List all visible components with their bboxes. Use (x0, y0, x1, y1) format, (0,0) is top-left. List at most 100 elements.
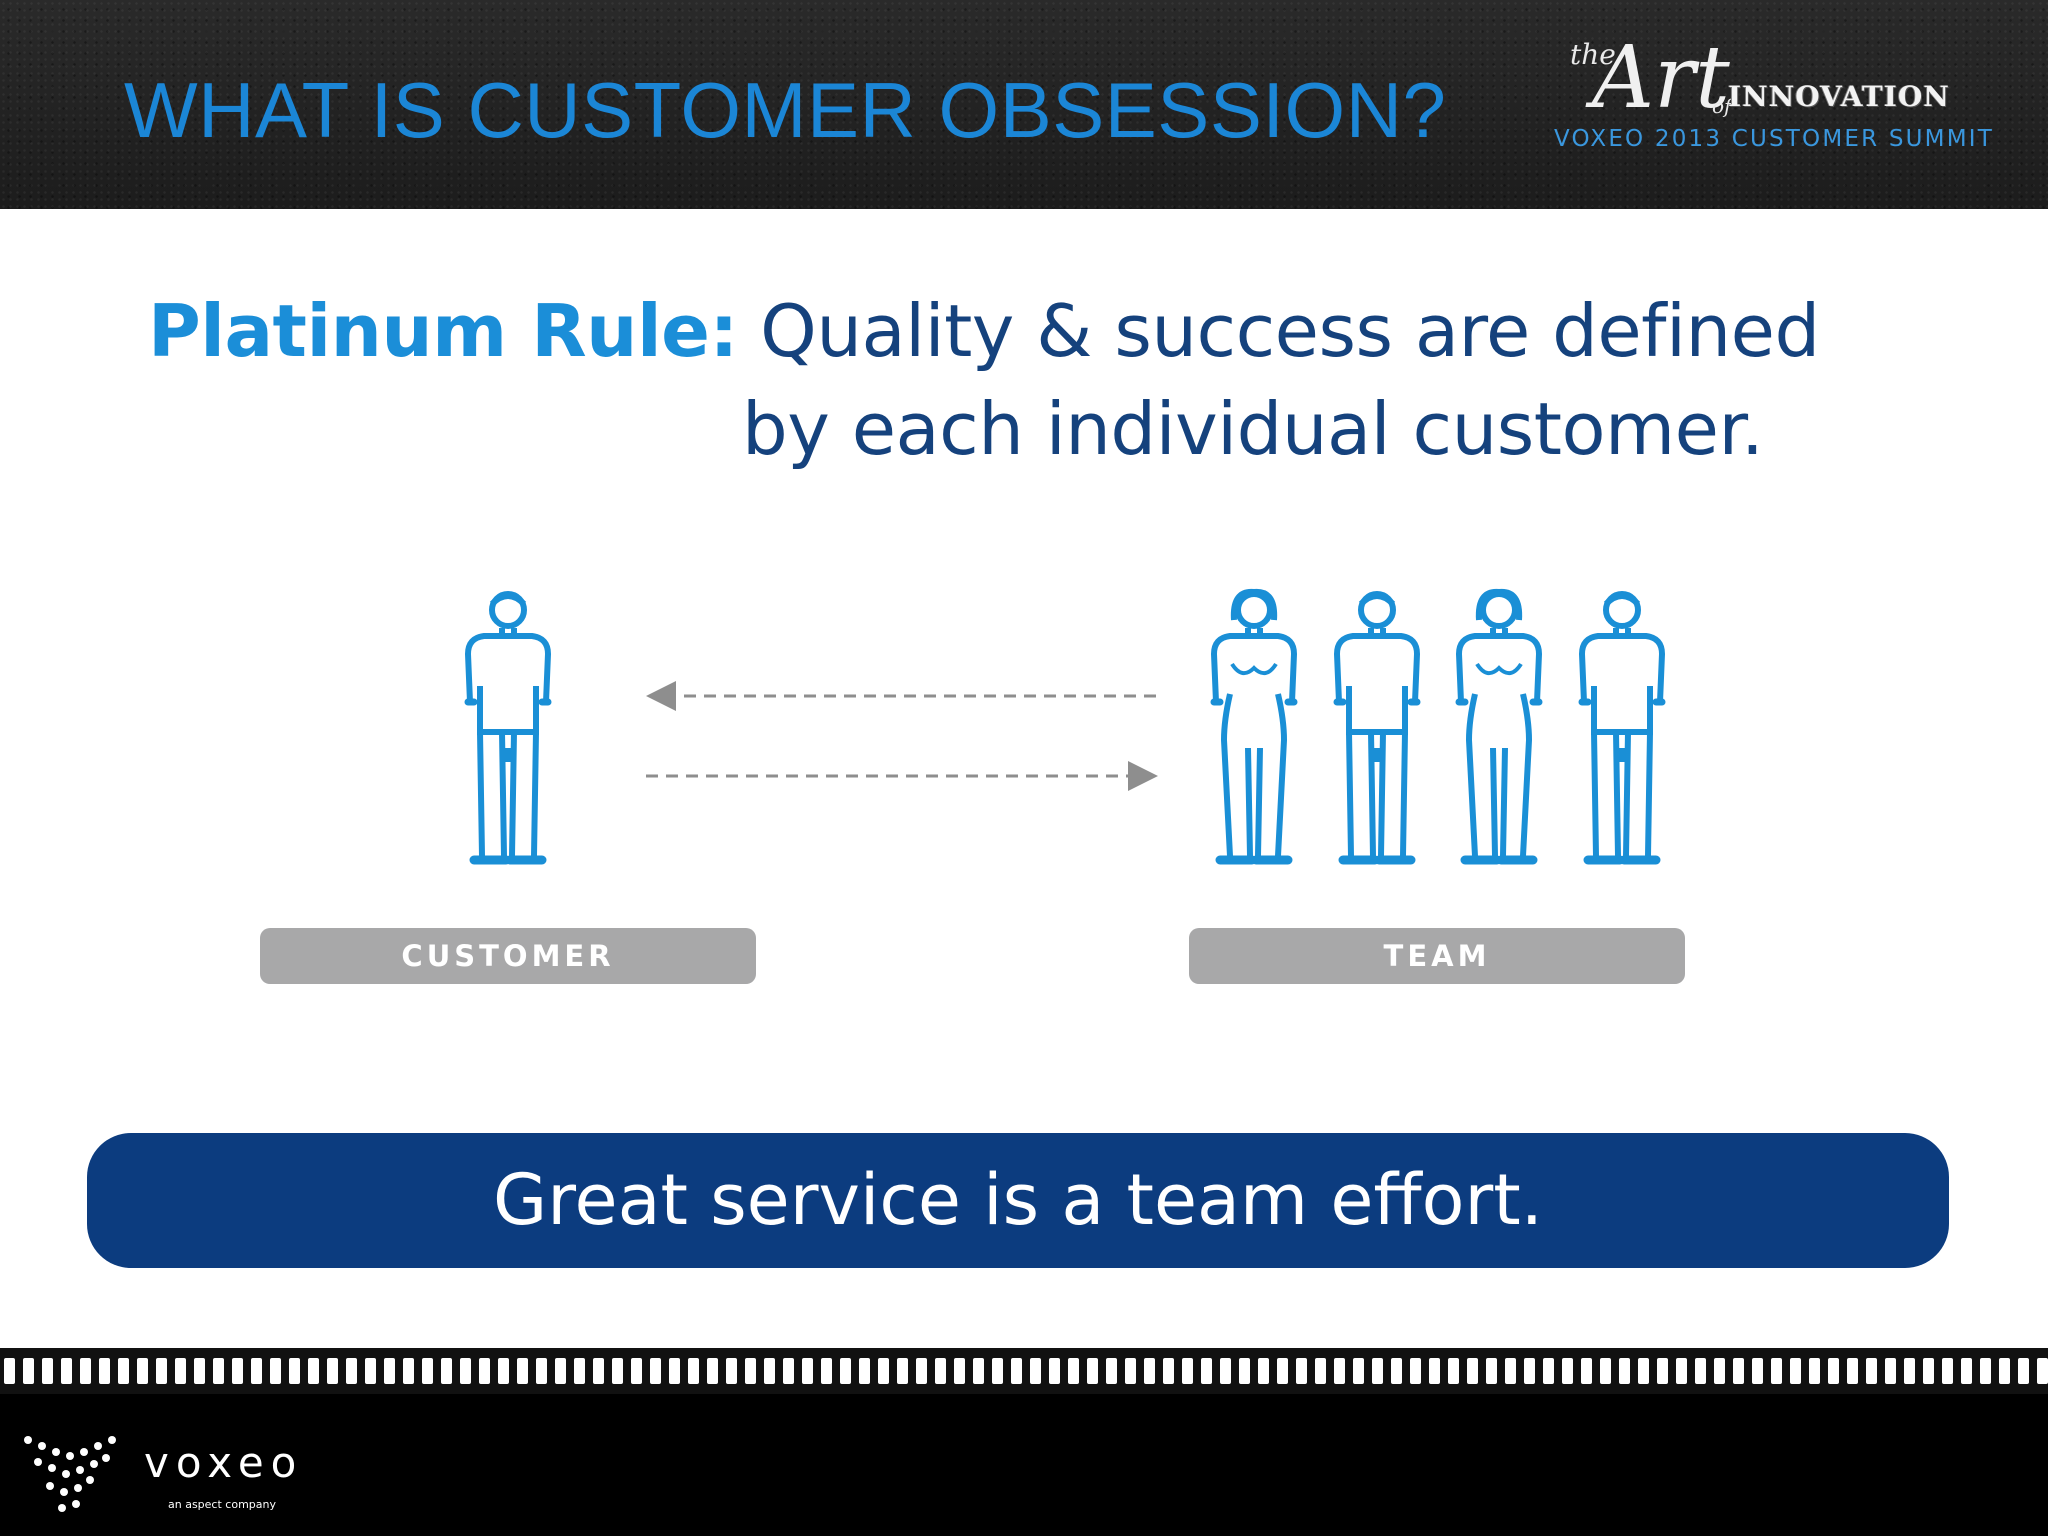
filmstrip-hole (23, 1358, 34, 1384)
filmstrip-hole (384, 1358, 395, 1384)
filmstrip-hole (175, 1358, 186, 1384)
filmstrip-hole (1030, 1358, 1041, 1384)
filmstrip-hole (878, 1358, 889, 1384)
filmstrip-hole (897, 1358, 908, 1384)
team-member-figure (1582, 594, 1662, 860)
footer-bar: voxeo an aspect company (0, 1348, 2048, 1536)
filmstrip-hole (1942, 1358, 1953, 1384)
filmstrip-hole (1828, 1358, 1839, 1384)
filmstrip-hole (251, 1358, 262, 1384)
filmstrip-hole (1334, 1358, 1345, 1384)
event-logo-innovation: INNOVATION (1728, 80, 1950, 113)
filmstrip-hole (1049, 1358, 1060, 1384)
filmstrip-hole (1486, 1358, 1497, 1384)
filmstrip-hole (1524, 1358, 1535, 1384)
filmstrip-hole (80, 1358, 91, 1384)
team-member-figure (1214, 592, 1294, 860)
voxeo-logo: voxeo an aspect company (22, 1432, 322, 1522)
filmstrip-hole (232, 1358, 243, 1384)
filmstrip-hole (707, 1358, 718, 1384)
filmstrip-hole (1790, 1358, 1801, 1384)
filmstrip-hole (327, 1358, 338, 1384)
platinum-rule-line-1: Platinum Rule: Quality & success are def… (148, 286, 1820, 376)
customer-team-diagram: CUSTOMER TEAM (0, 560, 2048, 990)
filmstrip-hole (1999, 1358, 2010, 1384)
platinum-rule-text-1: Quality & success are defined (760, 289, 1820, 373)
filmstrip-hole (289, 1358, 300, 1384)
filmstrip-hole (365, 1358, 376, 1384)
filmstrip-hole (802, 1358, 813, 1384)
filmstrip-hole (612, 1358, 623, 1384)
filmstrip-hole (137, 1358, 148, 1384)
arrow-right-icon (646, 761, 1158, 791)
filmstrip-hole (460, 1358, 471, 1384)
header-bar: WHAT IS CUSTOMER OBSESSION? the Art of I… (0, 0, 2048, 209)
filmstrip-hole (346, 1358, 357, 1384)
filmstrip-hole (840, 1358, 851, 1384)
filmstrip-hole (479, 1358, 490, 1384)
filmstrip-hole (593, 1358, 604, 1384)
filmstrip-hole (99, 1358, 110, 1384)
filmstrip-hole (4, 1358, 15, 1384)
filmstrip-hole (536, 1358, 547, 1384)
filmstrip-hole (1543, 1358, 1554, 1384)
filmstrip-hole (650, 1358, 661, 1384)
customer-label: CUSTOMER (260, 928, 756, 984)
filmstrip-hole (1125, 1358, 1136, 1384)
filmstrip-hole (1429, 1358, 1440, 1384)
filmstrip-hole (2037, 1358, 2048, 1384)
filmstrip-hole (61, 1358, 72, 1384)
event-logo: the Art of INNOVATION VOXEO 2013 CUSTOME… (1540, 28, 2000, 166)
filmstrip-hole (1391, 1358, 1402, 1384)
filmstrip-hole (783, 1358, 794, 1384)
filmstrip-hole (916, 1358, 927, 1384)
filmstrip-hole (517, 1358, 528, 1384)
filmstrip-hole (1980, 1358, 1991, 1384)
team-member-figure (1459, 592, 1539, 860)
filmstrip-hole (631, 1358, 642, 1384)
filmstrip-hole (821, 1358, 832, 1384)
filmstrip-hole (1847, 1358, 1858, 1384)
filmstrip-hole (1239, 1358, 1250, 1384)
filmstrip-hole (1904, 1358, 1915, 1384)
filmstrip-hole (1163, 1358, 1174, 1384)
filmstrip-hole (1277, 1358, 1288, 1384)
filmstrip-hole (1182, 1358, 1193, 1384)
filmstrip-hole (1733, 1358, 1744, 1384)
filmstrip-hole (555, 1358, 566, 1384)
filmstrip-hole (118, 1358, 129, 1384)
filmstrip-hole (1961, 1358, 1972, 1384)
filmstrip-hole (1372, 1358, 1383, 1384)
filmstrip-hole (1144, 1358, 1155, 1384)
filmstrip-hole (1752, 1358, 1763, 1384)
filmstrip-hole (1866, 1358, 1877, 1384)
filmstrip-hole (764, 1358, 775, 1384)
filmstrip-hole (1087, 1358, 1098, 1384)
team-member-figure (1337, 594, 1417, 860)
filmstrip-hole (194, 1358, 205, 1384)
tagline-banner: Great service is a team effort. (87, 1133, 1949, 1268)
filmstrip-hole (954, 1358, 965, 1384)
filmstrip-hole (403, 1358, 414, 1384)
filmstrip-hole (1315, 1358, 1326, 1384)
filmstrip-hole (745, 1358, 756, 1384)
event-subtitle: VOXEO 2013 CUSTOMER SUMMIT (1554, 126, 1994, 152)
diagram-illustration (0, 560, 2048, 900)
filmstrip-hole (1410, 1358, 1421, 1384)
voxeo-mark-icon (24, 1436, 116, 1512)
filmstrip-hole (1581, 1358, 1592, 1384)
filmstrip-hole (1106, 1358, 1117, 1384)
filmstrip-hole (1638, 1358, 1649, 1384)
event-logo-of: of (1712, 94, 1732, 118)
voxeo-wordmark: voxeo (144, 1438, 304, 1487)
team-label: TEAM (1189, 928, 1685, 984)
filmstrip-border (0, 1348, 2048, 1394)
filmstrip-hole (156, 1358, 167, 1384)
filmstrip-hole (441, 1358, 452, 1384)
filmstrip-hole (42, 1358, 53, 1384)
arrow-left-icon (646, 681, 1156, 711)
filmstrip-hole (1448, 1358, 1459, 1384)
filmstrip-hole (1068, 1358, 1079, 1384)
filmstrip-hole (422, 1358, 433, 1384)
filmstrip-hole (726, 1358, 737, 1384)
